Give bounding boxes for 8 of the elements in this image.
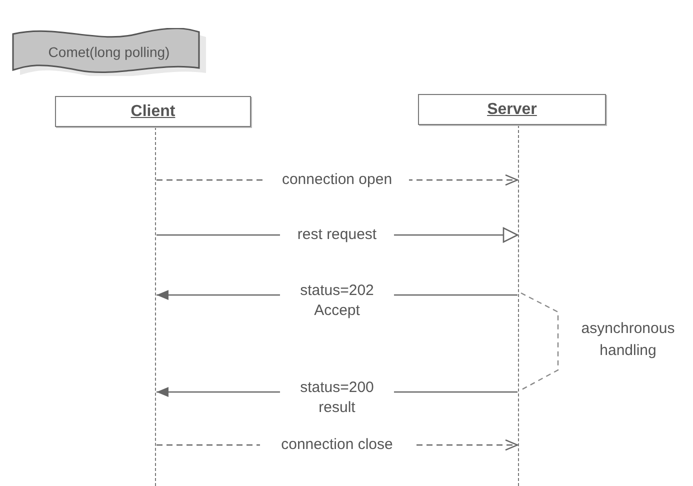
- lifeline: [518, 125, 519, 486]
- note-text: asynchronous handling: [580, 319, 676, 361]
- edge-label: connection open: [265, 170, 409, 190]
- lifeline: [155, 127, 156, 486]
- participant-name: Server: [487, 100, 537, 118]
- participant-box: [55, 96, 251, 127]
- participant-name: Client: [130, 102, 176, 120]
- participant-box: [418, 94, 606, 125]
